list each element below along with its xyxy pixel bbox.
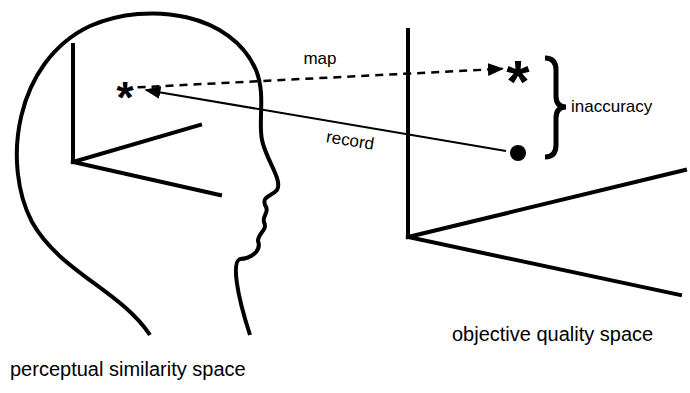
head-outline-path <box>17 13 278 335</box>
arrow-label: record <box>323 127 378 154</box>
mapped-point: * <box>502 39 533 97</box>
arrow-label-holder: record <box>323 127 378 155</box>
point-marker: * <box>502 39 533 97</box>
space-caption: perceptual similarity space <box>10 358 246 381</box>
point-marker: * <box>112 67 137 109</box>
edge-label: map <box>301 49 338 68</box>
map-arrow <box>138 69 503 88</box>
inaccuracy-brace <box>545 58 566 157</box>
perceptual-axis <box>73 162 220 195</box>
head-outline <box>0 0 300 393</box>
inaccuracy-label-holder: inaccuracy <box>569 97 654 117</box>
objective-axis <box>408 170 685 237</box>
head-space: perceptual similarity space * <box>0 0 300 393</box>
perceived-point: * <box>112 67 137 109</box>
perceptual-axis <box>73 125 200 162</box>
objective-space: objective quality space * <box>400 20 690 350</box>
objective-axis <box>408 237 680 295</box>
perceptual-axis <box>71 45 75 162</box>
true-point-dot <box>510 145 526 161</box>
inaccuracy-label: inaccuracy <box>569 97 654 116</box>
edge-label-holder: map <box>301 49 338 69</box>
space-caption: objective quality space <box>452 323 653 346</box>
